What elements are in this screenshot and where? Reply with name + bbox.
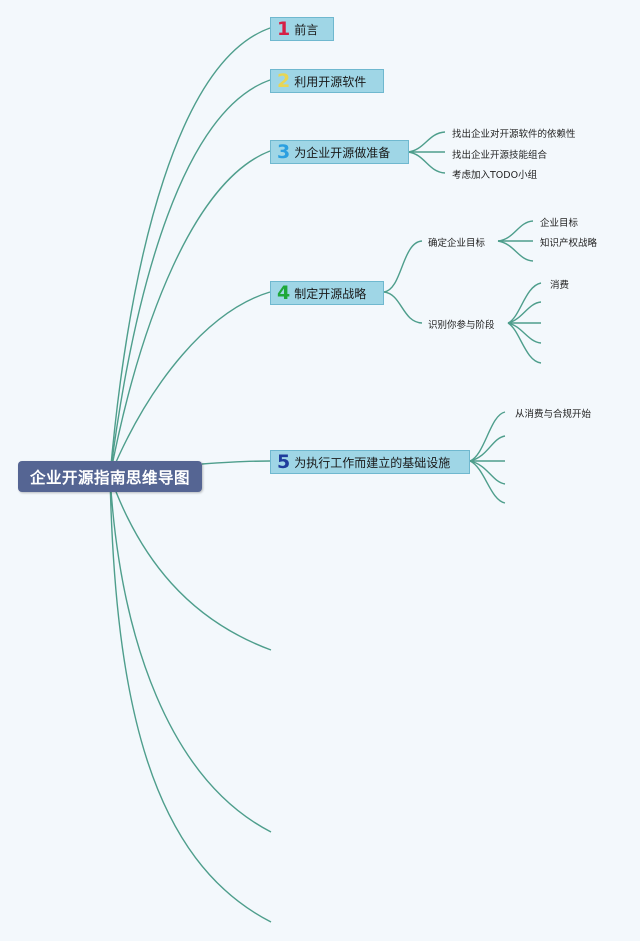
- topic-4-label: 制定开源战略: [294, 286, 367, 301]
- topic-3-number: 3: [277, 140, 291, 163]
- t4b-line-2: [507, 301, 542, 324]
- root-node[interactable]: 企业开源指南思维导图: [18, 461, 202, 492]
- t4-line-2: [383, 291, 423, 324]
- branch-line-2: [109, 79, 271, 477]
- branch-line-empty-2: [109, 475, 272, 833]
- topic-3[interactable]: 3 为企业开源做准备: [270, 140, 409, 164]
- t5-line-2: [469, 435, 506, 462]
- t3-line-1: [407, 131, 446, 153]
- branch-line-4: [109, 291, 271, 477]
- subtopic-3-3[interactable]: 考虑加入TODO小组: [452, 170, 538, 181]
- t4b-line-4: [507, 322, 542, 344]
- t5-line-5: [469, 460, 506, 504]
- t4a-line-1: [497, 220, 534, 242]
- topic-1-label: 前言: [294, 22, 319, 37]
- branch-line-empty-1: [109, 475, 272, 651]
- t4a-line-3: [497, 240, 534, 262]
- t4-line-1: [383, 240, 423, 293]
- subtopic-4-2[interactable]: 识别你参与阶段: [428, 320, 495, 331]
- topic-4-number: 4: [277, 281, 291, 304]
- subtopic-4-1-1[interactable]: 企业目标: [540, 218, 579, 229]
- t5-line-1: [469, 411, 506, 462]
- topic-2-number: 2: [277, 69, 291, 92]
- t5-line-4: [469, 460, 506, 485]
- topic-2[interactable]: 2 利用开源软件: [270, 69, 384, 93]
- topic-4[interactable]: 4 制定开源战略: [270, 281, 384, 305]
- topic-5-label: 为执行工作而建立的基础设施: [294, 455, 451, 470]
- topic-2-label: 利用开源软件: [294, 74, 367, 89]
- subtopic-4-1[interactable]: 确定企业目标: [428, 238, 486, 249]
- topic-1[interactable]: 1 前言: [270, 17, 334, 41]
- topic-1-number: 1: [277, 17, 291, 40]
- root-label: 企业开源指南思维导图: [29, 468, 190, 487]
- branch-line-3: [109, 150, 271, 477]
- branch-line-5: [201, 460, 271, 465]
- subtopic-4-1-2[interactable]: 知识产权战略: [540, 238, 598, 249]
- subtopic-3-1[interactable]: 找出企业对开源软件的依赖性: [452, 129, 576, 140]
- topic-3-label: 为企业开源做准备: [294, 145, 391, 160]
- t3-line-3: [407, 151, 446, 174]
- t4b-line-1: [507, 282, 542, 324]
- topic-5-number: 5: [277, 450, 291, 473]
- subtopic-3-2[interactable]: 找出企业开源技能组合: [452, 150, 548, 161]
- branch-line-empty-3: [109, 475, 272, 923]
- topic-5[interactable]: 5 为执行工作而建立的基础设施: [270, 450, 470, 474]
- subtopic-4-2-1[interactable]: 消费: [550, 280, 570, 291]
- branch-line-1: [109, 27, 271, 477]
- t4b-line-5: [507, 322, 542, 364]
- subtopic-5-1[interactable]: 从消费与合规开始: [515, 409, 592, 420]
